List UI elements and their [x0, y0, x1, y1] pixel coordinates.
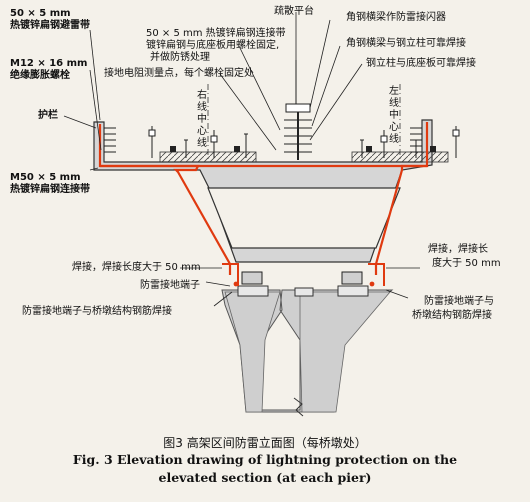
guardrail-left [104, 127, 116, 153]
figure-caption-cn: 图3 高架区间防雷立面图（每桥墩处） [163, 436, 367, 450]
rail-right-1 [366, 146, 372, 152]
bolt-desc: 绝缘膨胀螺栓 [10, 70, 70, 81]
lightning-conductor [98, 124, 232, 275]
bearing-block-left [237, 285, 269, 297]
conn-2-label: 镀锌扁钢与底座板用螺栓固定, [146, 40, 280, 51]
lightning-conductor-right [374, 122, 429, 275]
lightning-conductor-weld-left [222, 263, 239, 286]
bearing-block-center [294, 287, 314, 297]
elevation-drawing [63, 12, 460, 417]
weld-right-label-1: 焊接，焊接长 [428, 244, 488, 255]
bearing-left [241, 271, 263, 285]
pier-body [224, 291, 281, 413]
bolt-size: M12 × 16 mm [10, 58, 88, 69]
strip-a-size: 50 × 5 mm [10, 8, 71, 19]
rail-right-2 [430, 146, 436, 152]
right-centerline-label: 右线中心线 [197, 90, 207, 149]
weld-right-label-2: 度大于 50 mm [432, 258, 501, 269]
box-girder-cell [207, 187, 401, 249]
guardrail-right [410, 127, 422, 153]
strip-b-size: M50 × 5 mm [10, 172, 81, 183]
strip-a-desc: 热镀锌扁钢避雷带 [10, 20, 90, 31]
grounding-terminal-right [369, 281, 375, 287]
terminal-left-label: 防雷接地端子与桥墩结构钢筋焊接 [22, 306, 172, 317]
equipment-posts [148, 126, 460, 158]
grounding-terminal-left [233, 281, 239, 287]
guardrail-label: 护栏 [38, 110, 58, 121]
lightning-tower [284, 60, 312, 160]
strip-b-desc: 热镀锌扁钢连接带 [10, 184, 90, 195]
angle-weld-label: 角钢横梁与钢立柱可靠焊接 [346, 38, 466, 49]
rail-left-2 [234, 146, 240, 152]
terminal-right-label-2: 桥墩结构钢筋焊接 [412, 310, 492, 321]
pier-body-right [299, 291, 391, 413]
terminal-label: 防雷接地端子 [140, 280, 200, 291]
column-weld-label: 钢立柱与底座板可靠焊接 [366, 58, 476, 69]
bearing-right [341, 271, 363, 285]
figure-caption-en-line1: Fig. 3 Elevation drawing of lightning pr… [72, 452, 458, 467]
weld-left-label: 焊接，焊接长度大于 50 mm [72, 262, 201, 273]
conn-1-label: 50 × 5 mm 热镀锌扁钢连接带 [146, 28, 286, 39]
conn-3-label: 并做防锈处理 [150, 52, 210, 63]
leader-lines [63, 12, 420, 307]
terminal-right-label-1: 防雷接地端子与 [424, 296, 494, 307]
platform-label: 疏散平台 [274, 6, 314, 17]
pier-break-line [293, 397, 304, 417]
measure-point-label: 接地电阻测量点，每个螺栓固定处 [104, 68, 254, 79]
rail-left-1 [170, 146, 176, 152]
left-centerline-label: 左线中心线 [389, 86, 399, 145]
figure-caption-en-line2: elevated section (at each pier) [158, 470, 372, 485]
lightning-conductor-weld-right [368, 263, 385, 286]
bearing-block-right [337, 285, 369, 297]
angle-rod-label: 角钢横梁作防雷接闪器 [346, 12, 446, 23]
